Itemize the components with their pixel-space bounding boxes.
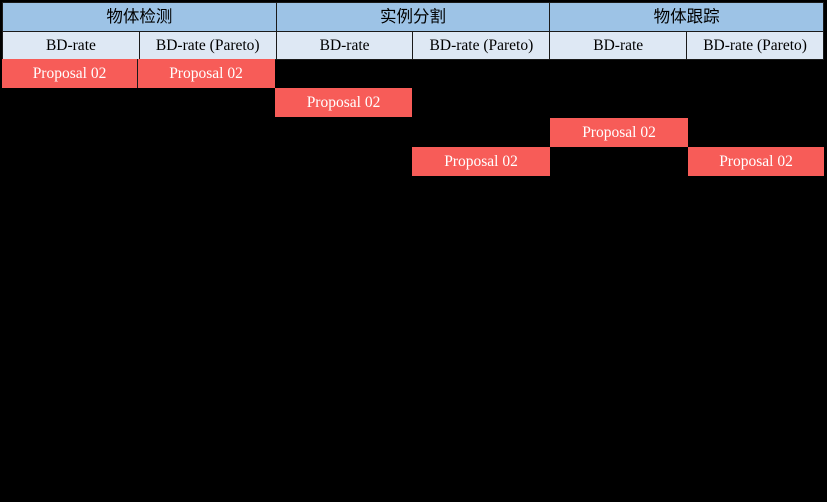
proposal-bar: Proposal 02: [550, 118, 688, 147]
subcolumn-header-5-bd-rate: BD-rate: [549, 31, 688, 60]
proposal-bar: Proposal 02: [275, 88, 412, 117]
comparison-table-header: 物体检测 实例分割 物体跟踪 BD-rate BD-rate (Pareto) …: [2, 2, 824, 60]
proposal-bar: Proposal 02: [412, 147, 550, 176]
group-header-object-detection: 物体检测: [2, 2, 277, 32]
subcolumn-header-2-bd-rate-pareto: BD-rate (Pareto): [138, 31, 277, 60]
group-header-row: 物体检测 实例分割 物体跟踪: [2, 2, 824, 32]
subcolumn-header-row: BD-rate BD-rate (Pareto) BD-rate BD-rate…: [2, 31, 824, 60]
subcolumn-header-1-bd-rate: BD-rate: [2, 31, 140, 60]
proposal-bar: Proposal 02: [137, 59, 275, 88]
bar-separator: [137, 59, 138, 88]
subcolumn-header-3-bd-rate: BD-rate: [275, 31, 414, 60]
subcolumn-header-6-bd-rate-pareto: BD-rate (Pareto): [686, 31, 824, 60]
proposal-bar: Proposal 02: [688, 147, 824, 176]
proposal-bar: Proposal 02: [2, 59, 137, 88]
subcolumn-header-4-bd-rate-pareto: BD-rate (Pareto): [412, 31, 551, 60]
